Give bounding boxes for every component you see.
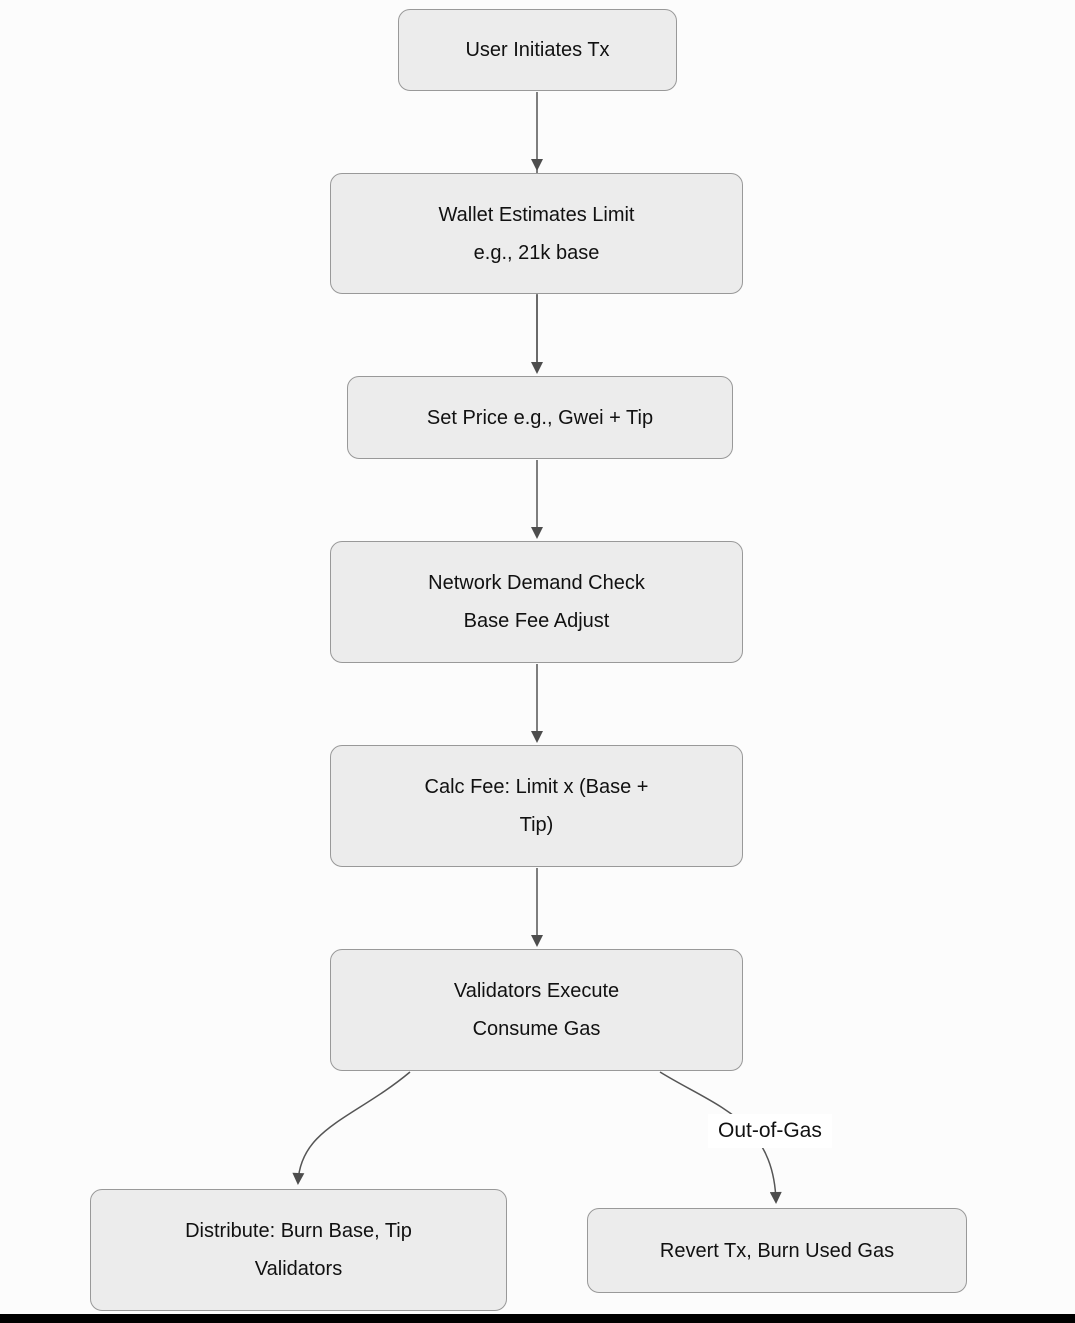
node-set-price-label: Set Price e.g., Gwei + Tip	[426, 406, 654, 429]
node-wallet-estimates: Wallet Estimates Limit e.g., 21k base	[330, 173, 743, 294]
node-calc-fee-label-line2: Tip)	[519, 814, 554, 836]
node-set-price: Set Price e.g., Gwei + Tip	[347, 376, 733, 459]
node-revert: Revert Tx, Burn Used Gas	[587, 1208, 967, 1293]
node-distribute-label-line1: Distribute: Burn Base, Tip	[185, 1220, 412, 1242]
node-network-demand: Network Demand Check Base Fee Adjust	[330, 541, 743, 663]
node-wallet-estimates-label-line1: Wallet Estimates Limit	[438, 203, 635, 226]
node-calc-fee: Calc Fee: Limit x (Base + Tip)	[330, 745, 743, 867]
node-wallet-estimates-label-line2: e.g., 21k base	[473, 241, 600, 264]
node-user-initiates-label: User Initiates Tx	[465, 39, 610, 61]
edge-label-out-of-gas: Out-of-Gas	[708, 1114, 832, 1148]
node-validators-execute-label-line1: Validators Execute	[453, 980, 620, 1002]
node-validators-execute: Validators Execute Consume Gas	[330, 949, 743, 1071]
edge-validators-to-distribute	[292, 1071, 411, 1185]
bottom-edge-bar	[0, 1314, 1075, 1323]
node-validators-execute-label-line2: Consume Gas	[472, 1018, 601, 1040]
node-revert-label: Revert Tx, Burn Used Gas	[659, 1239, 895, 1262]
node-distribute: Distribute: Burn Base, Tip Validators	[90, 1189, 507, 1311]
node-distribute-label-line2: Validators	[254, 1258, 343, 1280]
node-network-demand-label-line1: Network Demand Check	[428, 572, 645, 594]
node-network-demand-label-line2: Base Fee Adjust	[463, 610, 610, 632]
node-calc-fee-label-line1: Calc Fee: Limit x (Base +	[424, 776, 649, 798]
node-user-initiates: User Initiates Tx	[398, 9, 677, 91]
